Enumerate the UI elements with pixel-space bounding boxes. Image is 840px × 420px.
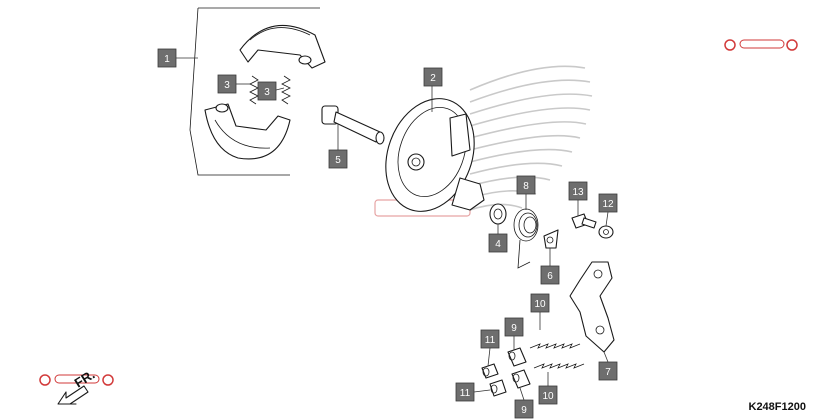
callout-11-lower: 11 xyxy=(455,382,475,402)
callout-4: 4 xyxy=(488,233,508,253)
leader-lines xyxy=(176,57,609,401)
diagram-code: K248F1200 xyxy=(749,401,807,413)
collar-lower xyxy=(489,379,507,397)
front-direction-indicator: FR. xyxy=(57,367,98,405)
callout-13: 13 xyxy=(568,181,588,201)
callout-3-left: 3 xyxy=(217,74,237,94)
callout-11-upper-number: 11 xyxy=(485,335,496,346)
callout-11-upper: 11 xyxy=(480,329,500,349)
spring-rod-upper xyxy=(529,343,581,349)
nut xyxy=(598,225,614,239)
callout-5: 5 xyxy=(328,149,348,169)
callout-10-lower-number: 10 xyxy=(542,391,554,402)
callout-11-lower-number: 11 xyxy=(460,388,471,399)
callout-12-number: 12 xyxy=(602,199,614,210)
return-spring xyxy=(513,208,539,269)
brake-panel xyxy=(385,98,485,212)
brake-arm xyxy=(569,261,615,353)
watermark-logo-top-right xyxy=(724,39,798,51)
callout-8-number: 8 xyxy=(523,181,529,192)
callout-9-upper: 9 xyxy=(504,317,524,337)
callout-3-left-number: 3 xyxy=(224,80,230,91)
callout-9-lower: 9 xyxy=(514,399,534,419)
callout-10-upper: 10 xyxy=(530,293,550,313)
callout-9-lower-number: 9 xyxy=(521,405,527,416)
shoe-group-bracket xyxy=(189,7,320,176)
callout-5-number: 5 xyxy=(335,155,341,166)
callout-1-number: 1 xyxy=(164,54,170,65)
callout-3-right: 3 xyxy=(257,81,277,101)
spring-left xyxy=(249,75,259,105)
collar-upper xyxy=(481,363,499,379)
callout-7: 7 xyxy=(598,361,618,381)
spring-rod-lower xyxy=(533,363,585,369)
pin-upper xyxy=(507,347,527,367)
callout-12: 12 xyxy=(598,193,618,213)
callout-2-number: 2 xyxy=(430,73,436,84)
wear-indicator-plate xyxy=(543,229,559,249)
callout-4-number: 4 xyxy=(495,239,501,250)
callout-10-upper-number: 10 xyxy=(534,299,546,310)
callout-7-number: 7 xyxy=(605,367,611,378)
callout-3-right-number: 3 xyxy=(264,87,270,98)
brake-cam-shaft xyxy=(321,105,385,145)
callout-8: 8 xyxy=(516,175,536,195)
callout-9-upper-number: 9 xyxy=(511,323,517,334)
callout-2: 2 xyxy=(423,67,443,87)
watermark-logo-bottom-left xyxy=(39,374,114,386)
brake-shoe-upper xyxy=(239,24,326,69)
callout-10-lower: 10 xyxy=(538,385,558,405)
brake-shoe-lower xyxy=(204,103,291,160)
front-direction-label: FR. xyxy=(72,367,98,391)
pin-lower xyxy=(511,369,531,389)
callout-6-number: 6 xyxy=(547,271,553,282)
felt-seal-washer xyxy=(489,203,507,225)
bolt xyxy=(571,213,597,229)
callout-6: 6 xyxy=(540,265,560,285)
spring-right xyxy=(281,75,291,105)
callout-13-number: 13 xyxy=(572,187,584,198)
callout-1: 1 xyxy=(157,48,177,68)
